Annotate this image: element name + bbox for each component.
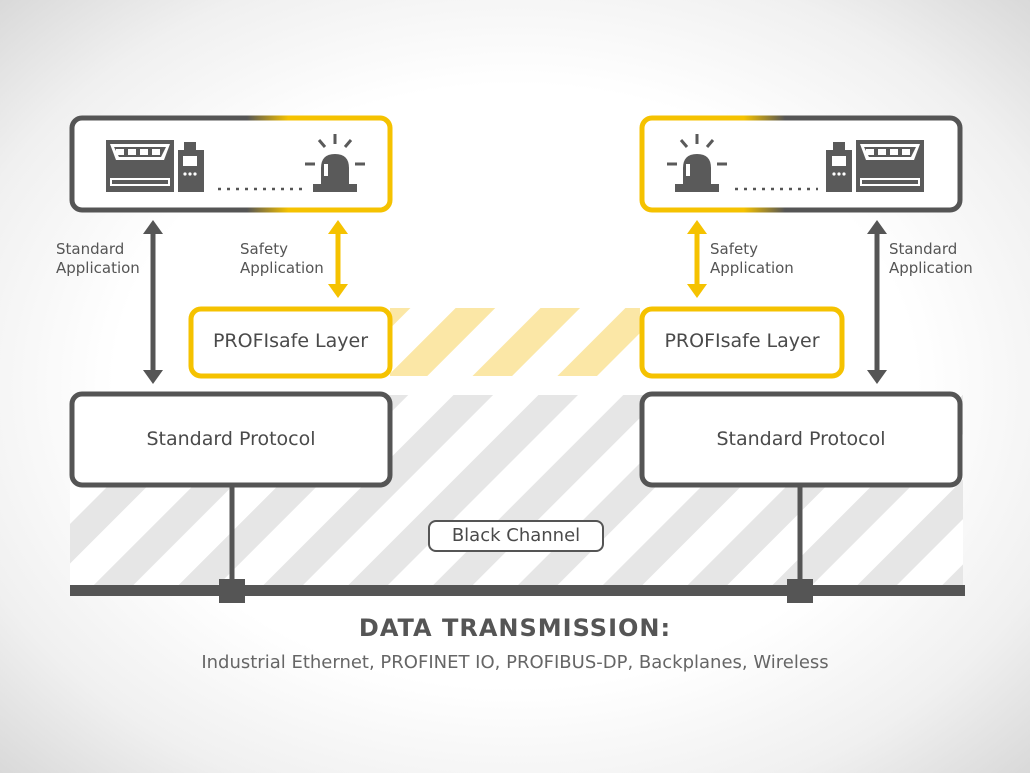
left-profisafe-layer: PROFIsafe Layer <box>212 330 369 352</box>
data-bus <box>70 585 965 596</box>
left-safety-application-label: Safety Application <box>240 240 324 277</box>
right-standard-arrow <box>867 220 887 384</box>
plc-device-icon <box>826 140 924 192</box>
black-channel-label: Black Channel <box>428 520 604 552</box>
left-safety-arrow <box>328 220 348 298</box>
right-safety-application-label: Safety Application <box>710 240 794 277</box>
warning-beacon-icon <box>305 134 365 192</box>
data-transmission-title: DATA TRANSMISSION: <box>358 614 672 642</box>
right-standard-application-label: Standard Application <box>889 240 973 277</box>
data-transmission-subtitle: Industrial Ethernet, PROFINET IO, PROFIB… <box>201 652 829 673</box>
left-profisafe-box <box>188 306 393 379</box>
right-profisafe-box <box>639 306 845 379</box>
right-profisafe-layer: PROFIsafe Layer <box>664 330 820 352</box>
right-bus-node <box>787 579 813 603</box>
right-standard-protocol: Standard Protocol <box>716 428 886 450</box>
left-bus-node <box>219 579 245 603</box>
left-standard-protocol: Standard Protocol <box>146 428 316 450</box>
left-standard-application-label: Standard Application <box>56 240 140 277</box>
left-standard-arrow <box>143 220 163 384</box>
safety-channel-zone <box>390 308 640 376</box>
plc-device-icon <box>106 140 204 192</box>
warning-beacon-icon <box>667 134 727 192</box>
right-safety-arrow <box>687 220 707 298</box>
